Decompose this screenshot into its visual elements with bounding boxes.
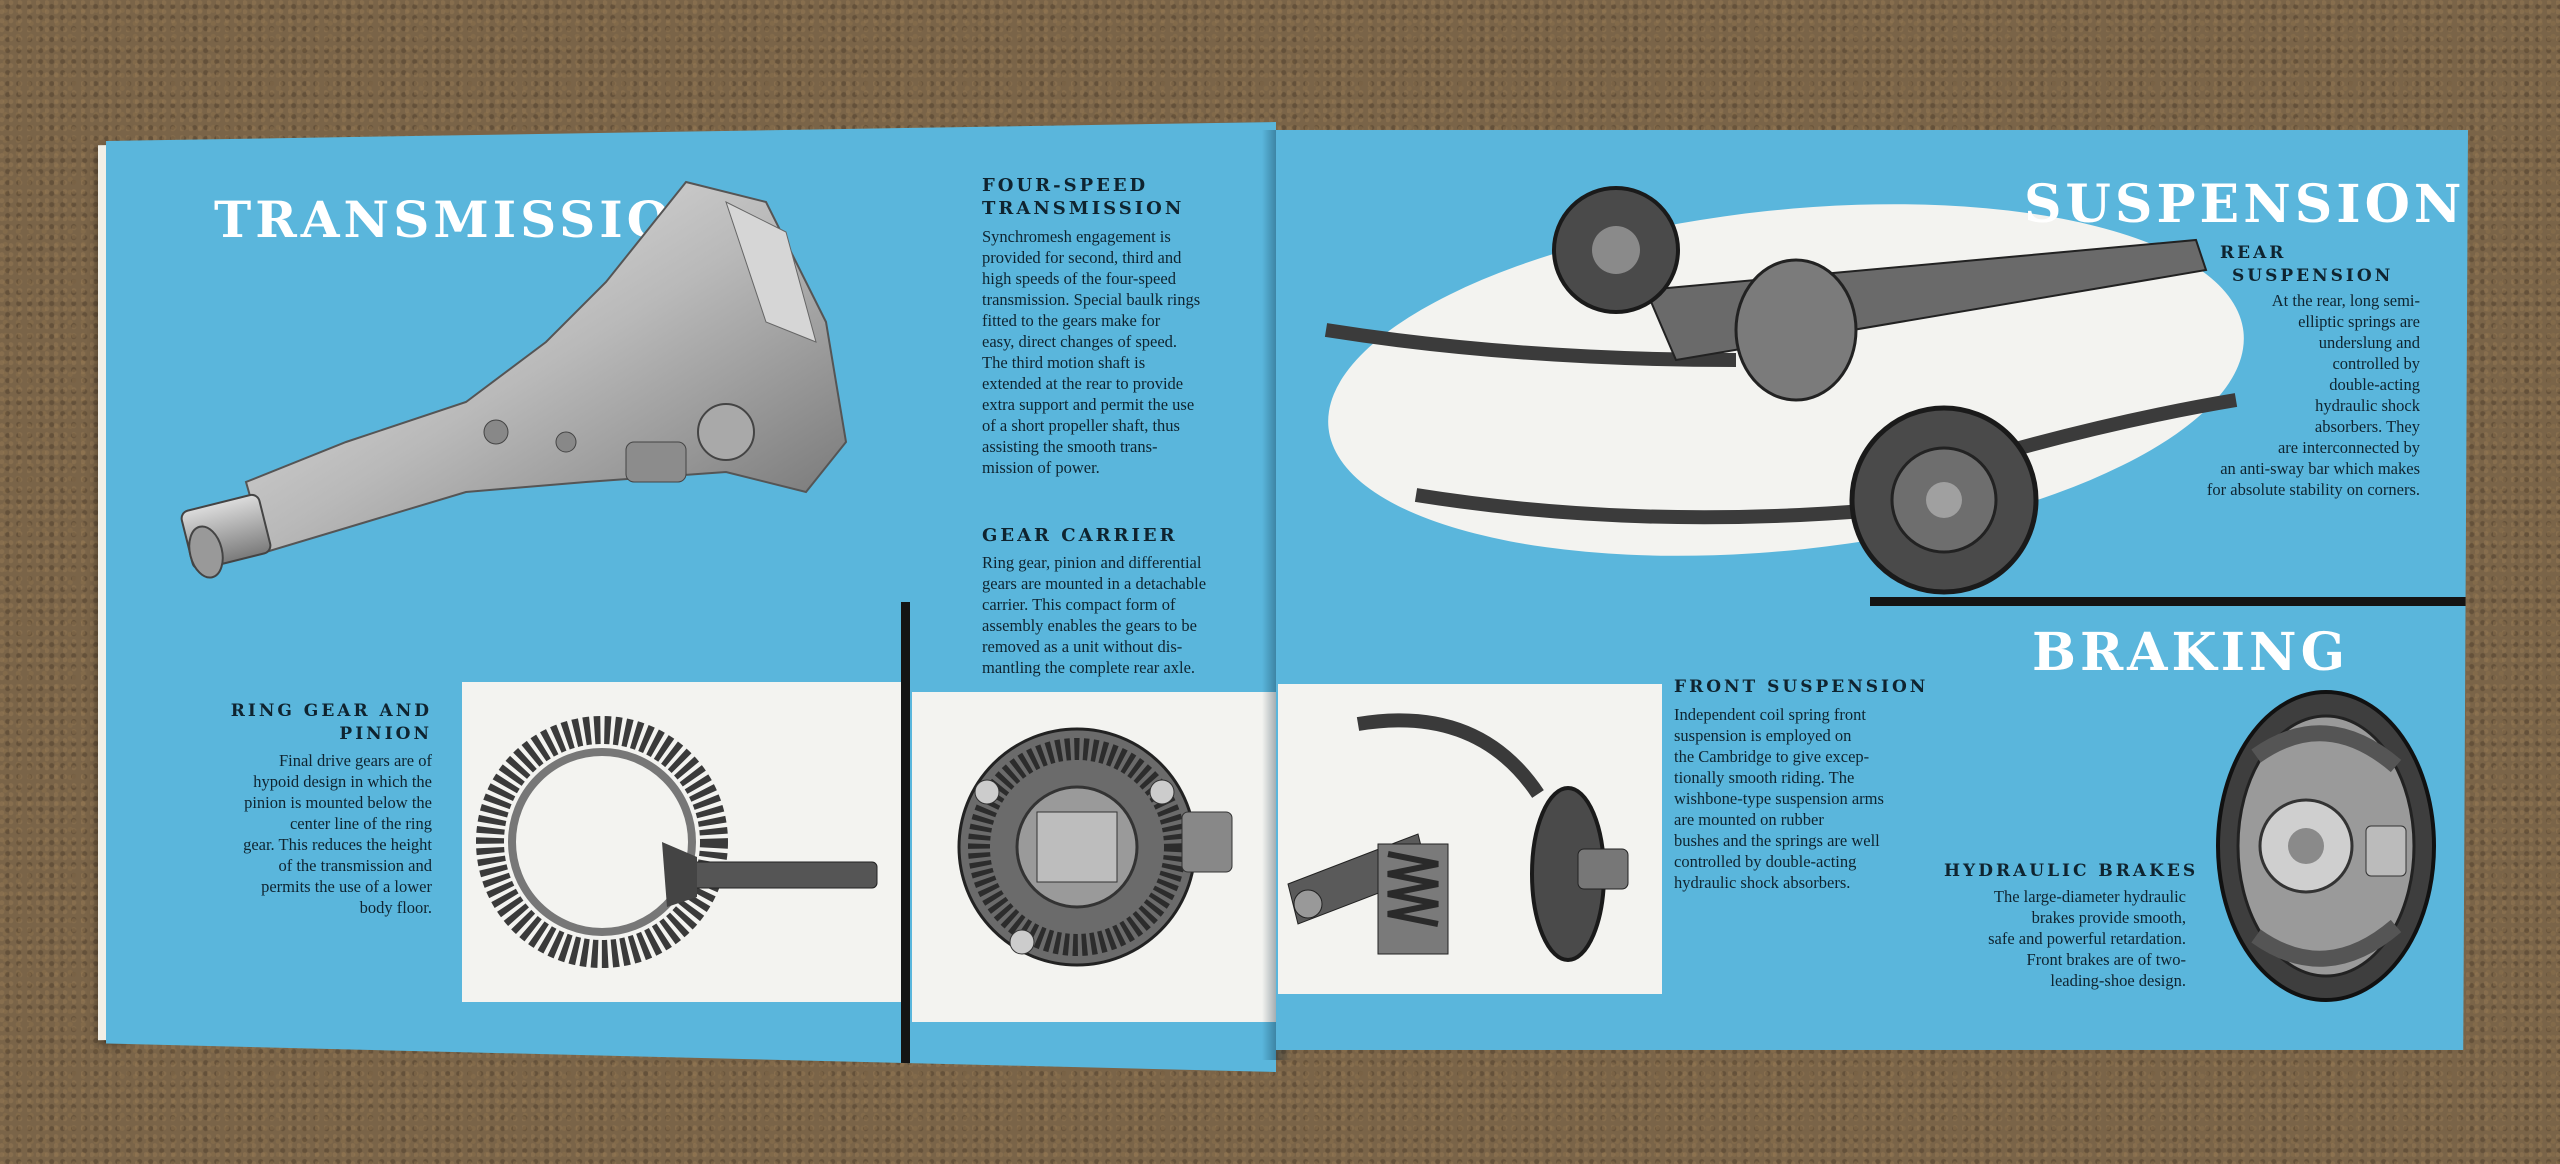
gear-carrier-photo-panel <box>912 692 1276 1022</box>
hydraulic-brakes-title: HYDRAULIC BRAKES <box>1944 861 2199 881</box>
ring-gear-pinion-title: RING GEAR AND PINION <box>230 701 432 744</box>
four-speed-transmission-text: Synchromesh engagement is provided for s… <box>982 227 1201 477</box>
hydraulic-brakes-text: The large-diameter hydraulic brakes prov… <box>1988 887 2186 990</box>
right-divider-bar <box>1870 597 2468 606</box>
front-suspension-photo-panel <box>1278 684 1662 994</box>
hydraulic-brake-illustration <box>2216 690 2436 1002</box>
suspension-heading: SUSPENSION <box>2024 174 2466 235</box>
rear-suspension-illustration <box>1324 186 2244 595</box>
ring-gear-pinion-illustration <box>476 716 878 968</box>
brochure-left-page: TRANSMISSION FOUR-SPEED TRANSMISSION Syn… <box>106 122 1276 1072</box>
ring-gear-photo-panel <box>462 682 902 1002</box>
rear-suspension-title: REAR SUSPENSION <box>2220 243 2394 286</box>
transmission-heading: TRANSMISSION <box>214 190 724 249</box>
front-suspension-title: FRONT SUSPENSION <box>1674 677 1929 697</box>
gear-carrier-title: GEAR CARRIER <box>982 525 1178 546</box>
gear-carrier-text: Ring gear, pinion and differential gears… <box>982 553 1207 677</box>
front-suspension-text: Independent coil spring front suspension… <box>1674 705 1884 892</box>
brochure-right-page: SUSPENSION REAR SUSPENSION At the rear, … <box>1276 130 2468 1050</box>
transmission-illustration <box>180 180 848 579</box>
gear-carrier-illustration <box>957 727 1233 967</box>
ring-gear-pinion-text: Final drive gears are of hypoid design i… <box>243 751 432 917</box>
four-speed-transmission-title: FOUR-SPEED TRANSMISSION <box>982 175 1185 219</box>
braking-heading: BRAKING <box>2032 622 2349 683</box>
rear-suspension-text: At the rear, long semi- elliptic springs… <box>2206 291 2420 499</box>
left-divider-bar <box>901 602 910 1072</box>
front-suspension-illustration <box>1287 713 1629 962</box>
